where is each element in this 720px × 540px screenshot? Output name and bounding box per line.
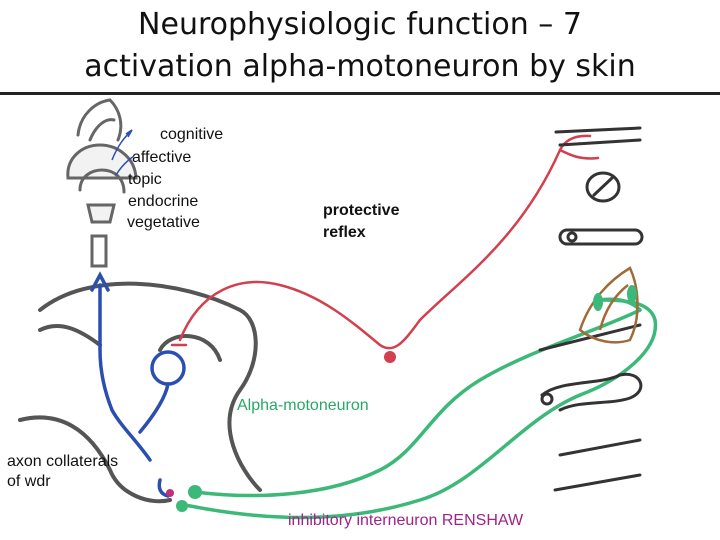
label-affective: affective <box>132 149 192 166</box>
title-line-1: Neurophysiologic function – 7 <box>138 7 582 42</box>
label-vegetative: vegetative <box>127 214 200 231</box>
label-protective-2: reflex <box>323 224 366 241</box>
label-axon-collaterals-2: of wdr <box>7 473 51 490</box>
label-protective-1: protective <box>323 202 400 219</box>
sensory-ganglion <box>384 351 396 363</box>
renshaw-synapse <box>166 489 174 497</box>
sensory-path <box>170 134 600 350</box>
label-endocrine: endocrine <box>128 193 199 210</box>
alpha-motoneuron-soma <box>188 485 202 499</box>
label-renshaw: inhibitory interneuron RENSHAW <box>288 512 524 529</box>
title-line-2: activation alpha-motoneuron by skin <box>84 49 636 84</box>
renshaw-soma <box>176 500 188 512</box>
label-cognitive: cognitive <box>160 126 224 143</box>
label-alpha-motoneuron: Alpha-motoneuron <box>237 397 369 414</box>
brain-sketch <box>66 98 138 268</box>
tissue-icons <box>538 126 644 492</box>
title-divider <box>0 92 720 95</box>
muscle-spindles <box>593 285 637 311</box>
ascending-arrows <box>111 129 135 176</box>
label-axon-collaterals-1: axon collaterals <box>7 453 119 470</box>
spinal-cord <box>18 281 262 504</box>
ascending-tract <box>90 271 186 498</box>
slide-title: Neurophysiologic function – 7 activation… <box>0 4 720 88</box>
label-topic: topic <box>128 171 162 188</box>
